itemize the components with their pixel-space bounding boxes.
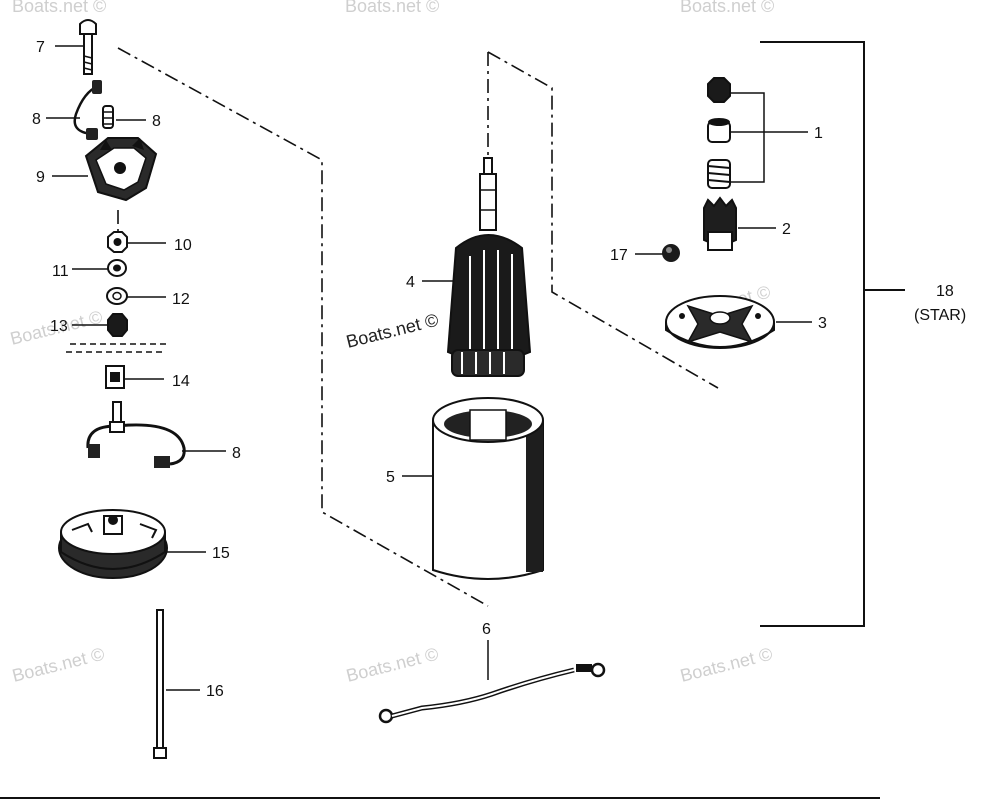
part-9-brush-holder [84, 137, 158, 202]
watermark-top-center: Boats.net © [345, 0, 439, 16]
part-6-cable [378, 662, 606, 724]
watermark-bottom-left: Boats.net © [10, 644, 106, 686]
callout-5: 5 [386, 469, 395, 486]
part-17-nut [662, 244, 680, 262]
callout-18-note: (STAR) [914, 307, 966, 324]
callout-4: 4 [406, 274, 415, 291]
callout-8-lower: 8 [232, 445, 241, 462]
callout-15: 15 [212, 545, 230, 562]
alignment-line-right [487, 51, 719, 389]
callout-12: 12 [172, 291, 190, 308]
callout-9: 9 [36, 169, 45, 186]
callout-7: 7 [36, 39, 45, 56]
part-4-armature [446, 157, 532, 377]
watermark-bottom-right: Boats.net © [678, 644, 774, 686]
callout-labels: 7 8 8 9 10 11 12 13 14 8 15 16 4 5 6 1 2… [32, 39, 966, 700]
callout-6: 6 [482, 621, 491, 638]
callout-14: 14 [172, 373, 190, 390]
part-1-drive-retainer [707, 77, 731, 189]
part-7-bolt [79, 19, 97, 75]
alignment-lines [117, 47, 719, 607]
callout-16: 16 [206, 683, 224, 700]
part-8-brush-lead-lower [86, 401, 186, 468]
callout-13: 13 [50, 318, 68, 335]
watermark-top-left: Boats.net © [12, 0, 106, 16]
leader-lines [46, 45, 812, 691]
part-16-through-bolt [153, 609, 167, 759]
part-11-washer [107, 259, 127, 277]
callout-17: 17 [610, 247, 628, 264]
part-10-nut [107, 231, 128, 253]
callout-10: 10 [174, 237, 192, 254]
part-14-terminal-insulator [105, 365, 125, 389]
break-line [66, 343, 166, 353]
part-15-commutator-end-frame [58, 509, 168, 579]
part-5-field-frame [432, 397, 544, 580]
part-3-drive-end-cap [665, 295, 775, 349]
callout-2: 2 [782, 221, 791, 238]
callout-3: 3 [818, 315, 827, 332]
callout-1: 1 [814, 125, 823, 142]
part-2-drive-pinion [703, 196, 737, 251]
group-18-bracket [760, 41, 905, 627]
watermarks: Boats.net © Boats.net © Boats.net © Boat… [8, 0, 774, 686]
part-13-nut [107, 313, 128, 337]
callout-18: 18 [936, 283, 954, 300]
part-12-washer [106, 287, 128, 305]
watermark-bottom-center: Boats.net © [344, 644, 440, 686]
callout-8-upper-right: 8 [152, 113, 161, 130]
watermark-center: Boats.net © [344, 310, 440, 352]
alignment-line-left [117, 47, 489, 607]
watermark-top-right: Boats.net © [680, 0, 774, 16]
callout-11: 11 [52, 263, 69, 280]
part-8-brush-lead-top [73, 80, 114, 140]
callout-8-upper-left: 8 [32, 111, 41, 128]
